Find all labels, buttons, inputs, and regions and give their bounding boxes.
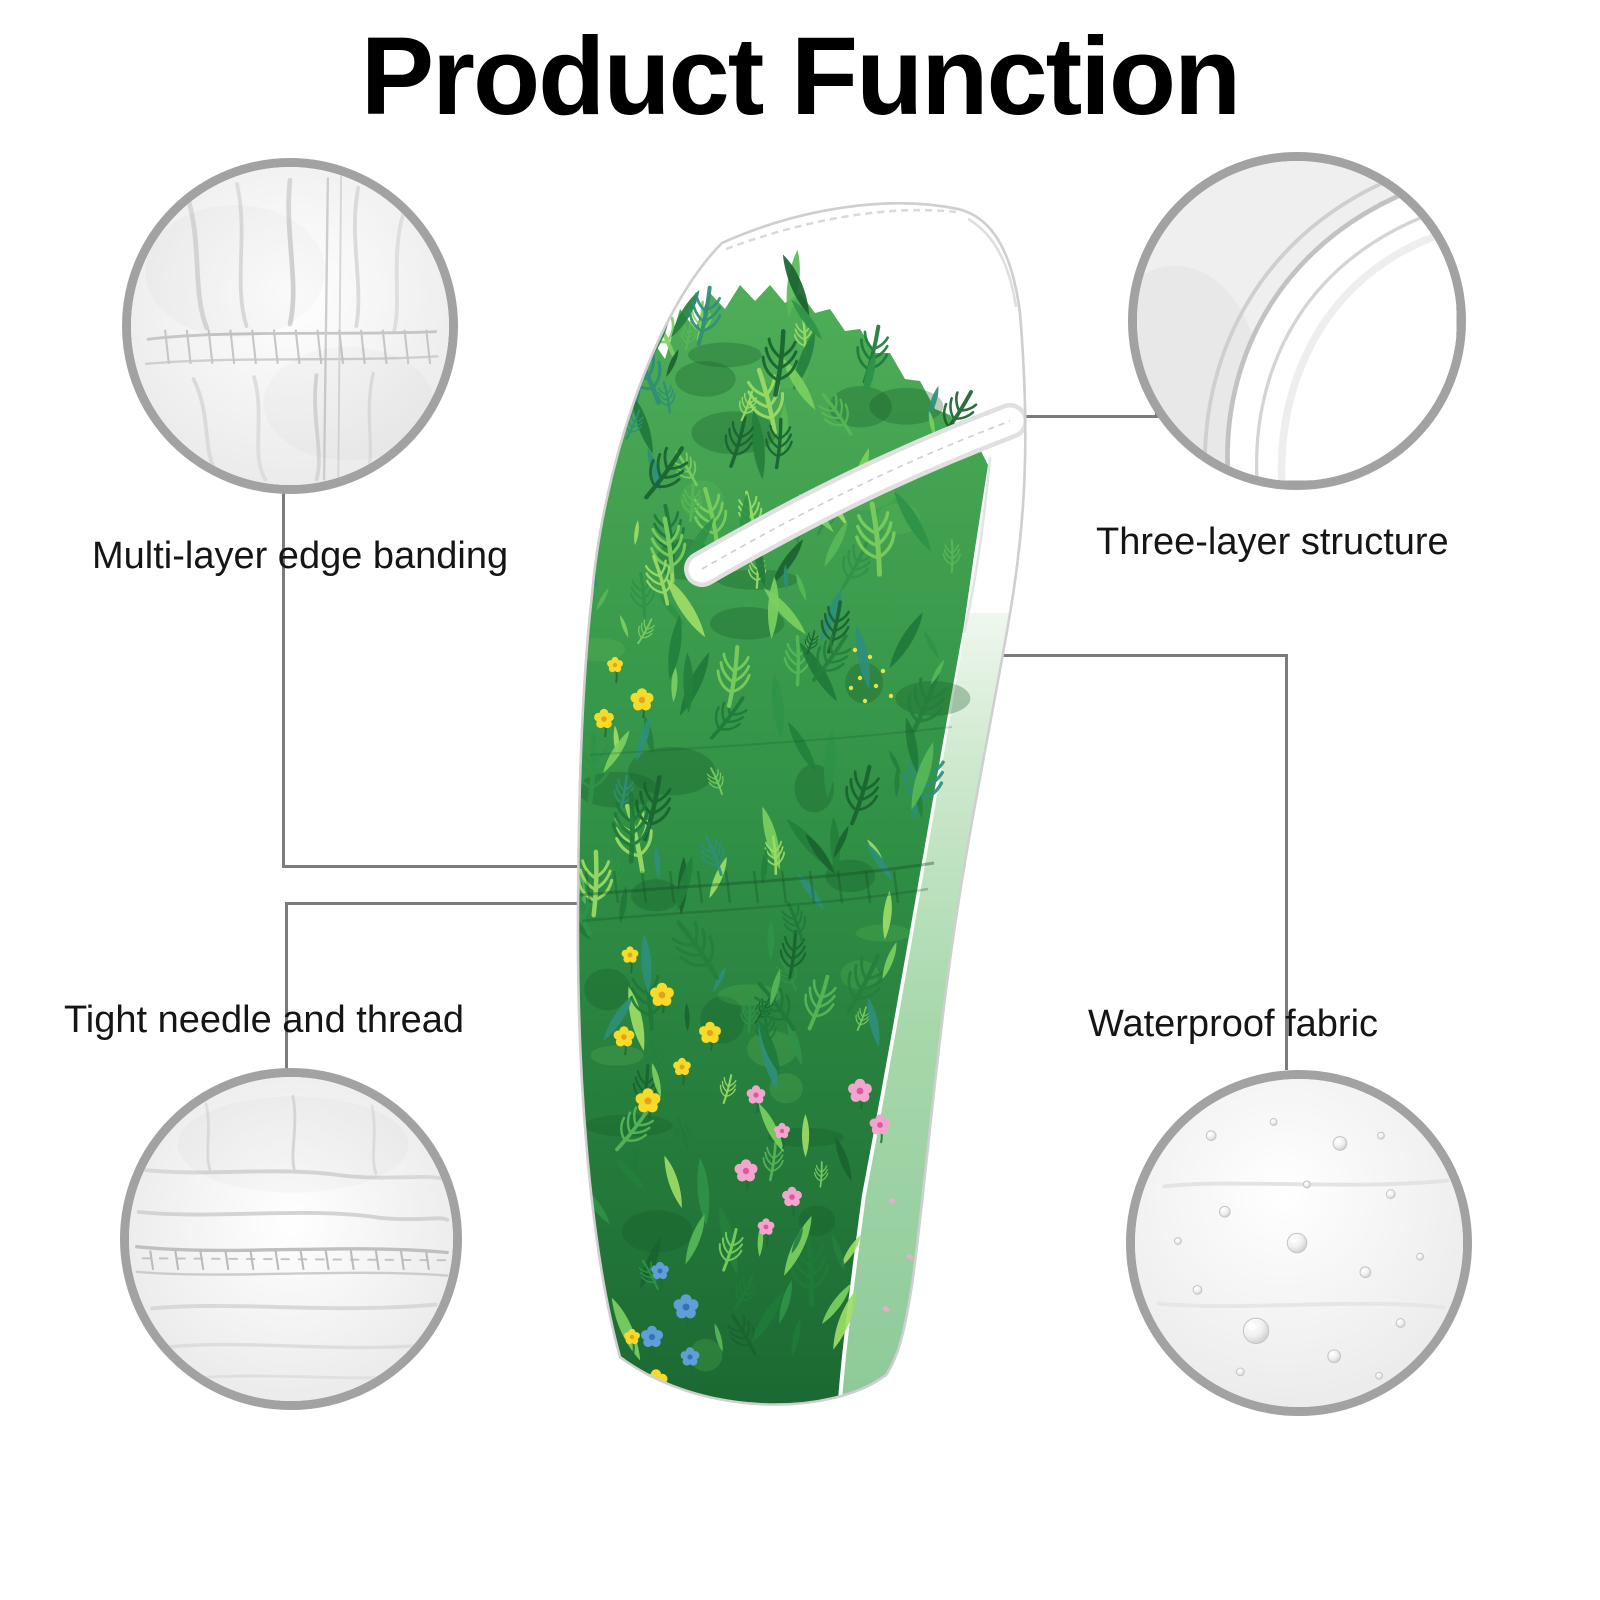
- elastic-seam-line: [579, 861, 935, 897]
- callout-line-waterproof-vertical: [1285, 654, 1288, 1070]
- back-layer-edge-line: [962, 456, 992, 634]
- callout-line-edge-banding-vertical: [282, 492, 285, 868]
- needle-thread-texture-graphic: [129, 1077, 453, 1401]
- page-title: Product Function: [360, 15, 1241, 138]
- wildflowers: [594, 647, 922, 1400]
- detail-circle-waterproof: [1126, 1070, 1472, 1416]
- rim-stitching: [701, 420, 1011, 570]
- feature-label-waterproof: Waterproof fabric: [1088, 1003, 1379, 1045]
- callout-line-needle-thread-vertical: [285, 902, 288, 1070]
- top-edge-stitching: [725, 208, 957, 251]
- waterproof-droplets-graphic: [1135, 1079, 1463, 1407]
- fabric-crease-line: [589, 726, 953, 756]
- product-photo-headcover: [560, 195, 1040, 1425]
- callout-line-waterproof-horizontal: [900, 654, 1288, 657]
- tip-seam-line: [967, 217, 1018, 308]
- detail-circle-edge-banding: [122, 158, 458, 494]
- edge-banding-texture-graphic: [131, 167, 449, 485]
- feature-label-edge-banding: Multi-layer edge banding: [92, 535, 509, 577]
- elastic-seam-line-2: [581, 887, 929, 923]
- water-droplets: [1174, 1118, 1424, 1380]
- callout-line-three-layer-horizontal: [990, 415, 1160, 418]
- detail-circle-three-layer: [1128, 152, 1466, 490]
- headcover-illustration: [576, 202, 1027, 1406]
- feature-label-three-layer: Three-layer structure: [1096, 521, 1449, 563]
- headcover-outline: [576, 202, 1027, 1406]
- callout-line-edge-banding-horizontal: [282, 865, 612, 868]
- callout-line-needle-thread-horizontal: [285, 902, 612, 905]
- three-layer-structure-graphic: [1137, 161, 1457, 481]
- grass-texture: [578, 249, 985, 1372]
- feature-label-needle-thread: Tight needle and thread: [64, 999, 465, 1041]
- detail-circle-needle-thread: [120, 1068, 462, 1410]
